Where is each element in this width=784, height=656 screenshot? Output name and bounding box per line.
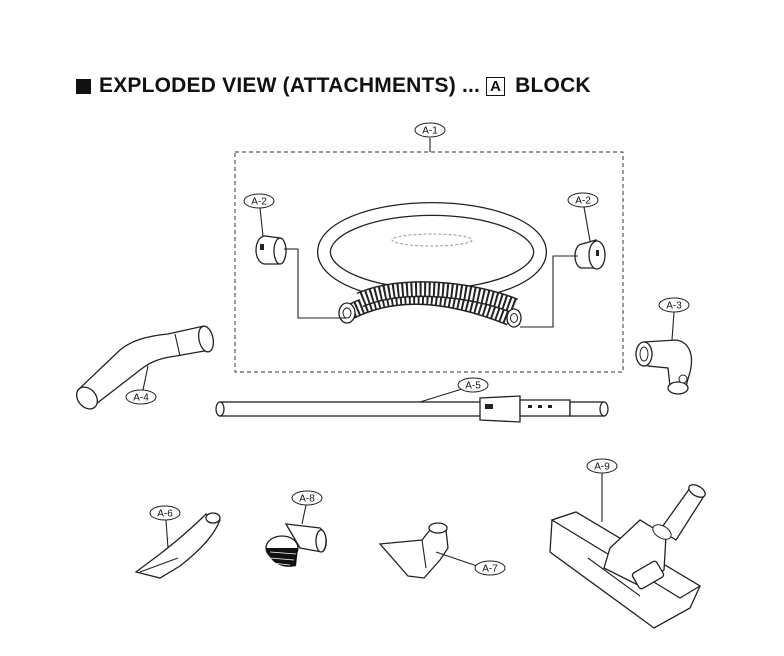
- a2-left-leader: [259, 207, 264, 237]
- coupler-left-part: [255, 235, 287, 265]
- page-title: EXPLODED VIEW (ATTACHMENTS) ... A BLOCK: [76, 74, 591, 98]
- a8-leader: [301, 504, 307, 525]
- a6-leader: [165, 519, 169, 549]
- label-a3: A-3: [658, 297, 690, 313]
- label-a3-text: A-3: [666, 301, 682, 312]
- label-a4: A-4: [125, 389, 157, 405]
- label-a9-text: A-9: [594, 462, 610, 473]
- label-a2-right-text: A-2: [575, 196, 591, 207]
- extension-tube-part: [215, 395, 609, 423]
- a3-leader: [671, 311, 675, 341]
- label-a2-left-text: A-2: [251, 197, 267, 208]
- label-a6-text: A-6: [157, 509, 173, 520]
- a2-left-leader-to-hose: [297, 249, 346, 319]
- title-text: EXPLODED VIEW (ATTACHMENTS) ...: [99, 74, 481, 97]
- label-a4-text: A-4: [133, 393, 149, 404]
- label-a8: A-8: [291, 490, 323, 506]
- hose-part: [317, 202, 547, 328]
- dusting-brush-part: [265, 523, 327, 567]
- label-a6: A-6: [149, 505, 181, 521]
- label-a7-text: A-7: [482, 564, 498, 575]
- black-square-icon: [76, 78, 91, 94]
- a2-right-leader: [583, 206, 591, 242]
- a2-right-leader-to-hose: [520, 255, 578, 328]
- block-letter-box: A: [486, 76, 506, 96]
- label-a2-right: A-2: [567, 192, 599, 208]
- floor-nozzle-part: [549, 484, 706, 629]
- label-a7: A-7: [474, 560, 506, 576]
- a4-leader: [142, 365, 149, 391]
- elbow-adapter-part: [635, 339, 693, 395]
- crevice-tool-part: [134, 512, 221, 579]
- label-a9: A-9: [586, 458, 618, 474]
- a7-leader: [435, 551, 478, 567]
- a5-leader: [419, 388, 463, 403]
- upholstery-tool-part: [378, 522, 449, 579]
- coupler-right-part: [574, 239, 606, 270]
- handle-wand-part: [76, 325, 215, 410]
- label-a2-left: A-2: [243, 193, 275, 209]
- label-a8-text: A-8: [299, 494, 315, 505]
- label-a1: A-1: [414, 122, 446, 138]
- title-block-suffix: BLOCK: [515, 74, 591, 97]
- label-a5: A-5: [457, 377, 489, 393]
- label-a1-text: A-1: [422, 126, 438, 137]
- label-a5-text: A-5: [465, 381, 481, 392]
- hose-group-box: [234, 151, 624, 373]
